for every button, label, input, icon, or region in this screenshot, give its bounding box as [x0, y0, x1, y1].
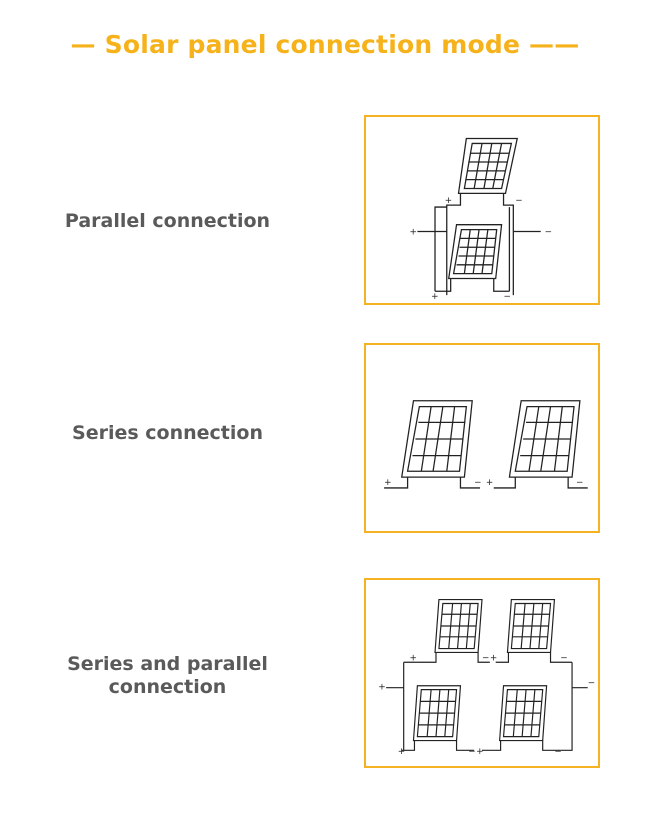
plus-terminal: + — [384, 478, 391, 488]
minus-terminal: − — [545, 227, 552, 237]
minus-terminal: − — [576, 478, 583, 488]
parallel-diagram-svg: + − + − + − — [410, 137, 552, 302]
plus-terminal: + — [398, 747, 405, 757]
page-title: — Solar panel connection mode —— — [70, 30, 580, 59]
plus-terminal: + — [486, 478, 493, 488]
plus-terminal: + — [476, 747, 483, 757]
series-connection-label: Series connection — [72, 422, 263, 444]
plus-terminal: + — [431, 292, 438, 302]
minus-terminal: − — [515, 196, 522, 206]
minus-terminal: − — [474, 478, 481, 488]
minus-terminal: − — [554, 747, 561, 757]
plus-terminal: + — [410, 653, 417, 663]
series-diagram: + − + − — [364, 343, 600, 533]
minus-terminal: − — [482, 653, 489, 663]
minus-terminal: − — [504, 292, 511, 302]
series-parallel-connection-label: Series and parallel connection — [67, 653, 268, 698]
minus-terminal: − — [468, 747, 475, 757]
plus-terminal: + — [378, 683, 385, 693]
series-parallel-diagram: + − + − + − + − + − — [364, 578, 600, 768]
series-diagram-svg: + − + − — [384, 400, 588, 489]
parallel-connection-label: Parallel connection — [64, 210, 271, 232]
minus-terminal: − — [588, 679, 595, 689]
plus-terminal: + — [490, 653, 497, 663]
plus-terminal: + — [410, 227, 417, 237]
parallel-diagram: + − + − + − — [364, 115, 600, 305]
series-parallel-diagram-svg: + − + − + − + − + − — [378, 598, 595, 757]
minus-terminal: − — [560, 653, 567, 663]
plus-terminal: + — [445, 196, 452, 206]
